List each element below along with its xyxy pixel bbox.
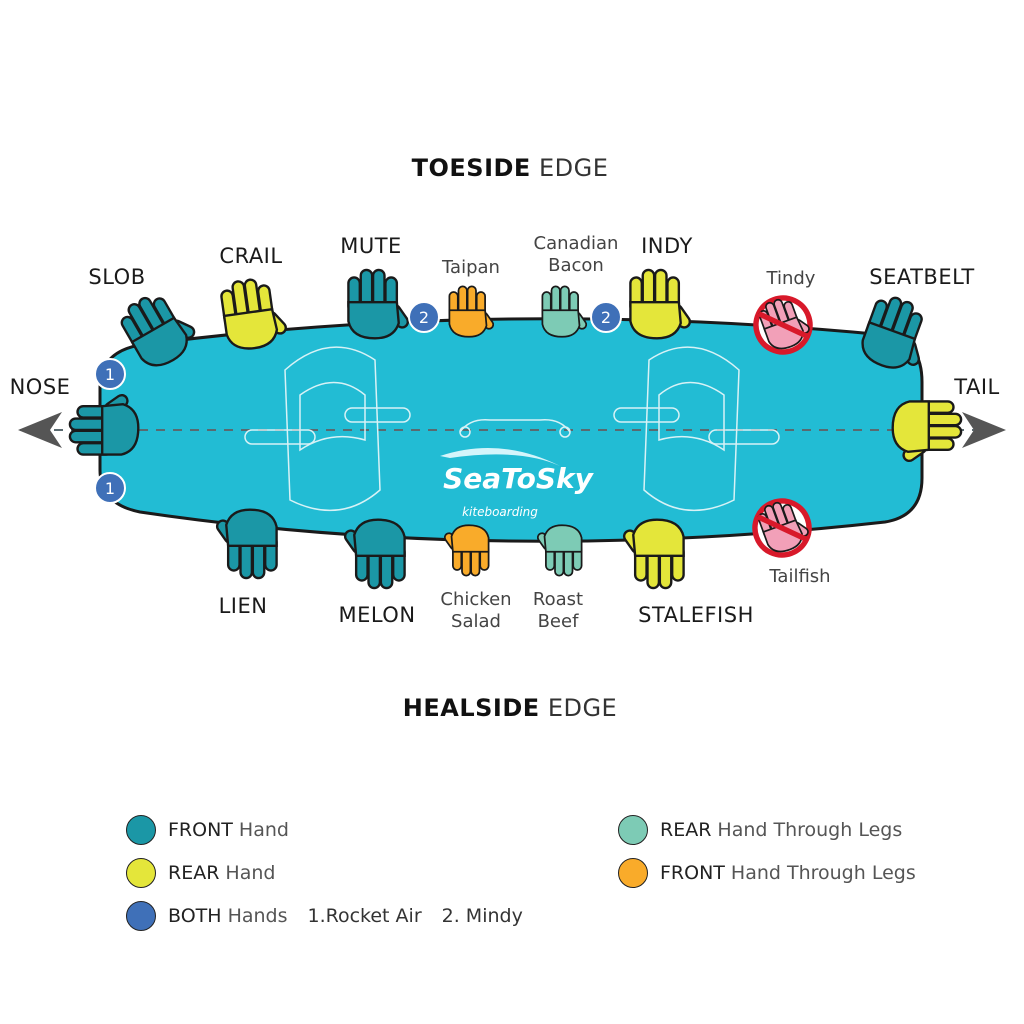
grab-label-canadian-bacon: Canadian Bacon [533,233,619,276]
both-hands-badge: 1 [94,472,126,504]
hand-icon [536,524,583,577]
grab-hand-seatbelt [861,296,923,369]
hand-icon [443,524,490,577]
legend-key: FRONT [168,819,233,841]
healside-edge-label: HEALSIDE EDGE [403,694,617,722]
badge-number: 1 [105,365,115,384]
grab-label-mute: MUTE [340,234,402,258]
grab-hand-taipan [448,285,495,338]
legend-key: FRONT [660,862,725,884]
hand-icon [68,393,140,456]
badge-number: 2 [419,308,429,327]
grab-hand-slob [120,296,196,367]
hand-icon [448,285,495,338]
hand-icon [347,268,410,340]
tail-label: TAIL [954,375,1000,399]
legend-text: Hand Through Legs [730,862,916,884]
grab-label-melon: MELON [338,603,416,627]
nose-label: NOSE [9,375,71,399]
hand-icon [629,268,692,340]
legend-front-swatch [126,815,156,845]
toeside-word: EDGE [538,154,609,182]
prohibited-slash-icon [756,514,808,542]
legend-both-swatch [126,901,156,931]
legend-note-mindy: 2. Mindy [441,905,523,927]
grab-label-chicken-salad: Chicken Salad [440,589,512,632]
hand-icon [541,285,588,338]
toeside-edge-label: TOESIDE EDGE [412,154,609,182]
grab-label-roast-beef: Roast Beef [532,589,584,632]
grab-hand-mute [347,268,410,340]
both-hands-badge: 2 [408,301,440,333]
grab-label-tindy: Tindy [766,268,816,289]
grab-label-taipan: Taipan [442,257,500,278]
badge-number: 2 [601,308,611,327]
nose-grab-hand [68,393,140,456]
hand-icon [622,518,685,590]
grab-label-indy: INDY [641,234,693,258]
grab-hand-tailfish [752,498,812,558]
legend-text: Hands [227,905,288,927]
grab-label-tailfish: Tailfish [769,566,831,587]
hand-icon [891,400,963,463]
legend-key: REAR [168,862,220,884]
badge-number: 1 [105,479,115,498]
grab-hand-stalefish [622,518,685,590]
healside-word: EDGE [547,694,618,722]
legend-text: Hand [238,819,289,841]
grab-hand-tindy [753,295,813,355]
legend-rear-swatch [126,858,156,888]
grab-hand-lien [215,508,278,580]
tail-grab-hand [891,400,963,463]
grab-label-slob: SLOB [88,265,146,289]
healside-bold: HEALSIDE [402,694,540,722]
toeside-bold: TOESIDE [411,154,531,182]
hand-icon [758,298,810,350]
grab-label-stalefish: STALEFISH [638,603,754,627]
both-hands-badge: 1 [94,358,126,390]
legend-key: BOTH [168,905,222,927]
hands [68,268,963,590]
grab-hand-melon [343,518,406,590]
legend-note-rocket-air: 1.Rocket Air [307,905,422,927]
both-hands-badge: 2 [590,301,622,333]
hand-icon [215,508,278,580]
prohibited-slash-icon [757,311,809,339]
bindings-outline [244,346,780,512]
logo-subtitle: kiteboarding [462,505,538,519]
hand-icon [861,296,923,369]
grab-label-seatbelt: SEATBELT [869,265,975,289]
grab-hand-roast-beef [536,524,583,577]
grab-hand-crail [220,278,287,350]
hand-icon [220,278,287,350]
grab-hand-canadian-bacon [541,285,588,338]
legend-rear-through-swatch [618,815,648,845]
legend-key: REAR [660,819,712,841]
grab-hand-indy [629,268,692,340]
hand-icon [120,296,196,367]
nose-arrow-icon [18,412,62,448]
grab-label-crail: CRAIL [219,244,283,268]
grab-hand-chicken-salad [443,524,490,577]
hand-icon [343,518,406,590]
legend-front-through-swatch [618,858,648,888]
board: SeaToSky kiteboarding [18,317,1006,543]
grab-label-lien: LIEN [218,594,268,618]
logo: SeaToSky kiteboarding [440,448,595,519]
legend-text: Hand Through Legs [717,819,903,841]
tail-arrow-icon [962,412,1006,448]
logo-title: SeaToSky [443,462,595,495]
badges: 1 1 2 2 [94,301,622,504]
legend-text: Hand [225,862,276,884]
